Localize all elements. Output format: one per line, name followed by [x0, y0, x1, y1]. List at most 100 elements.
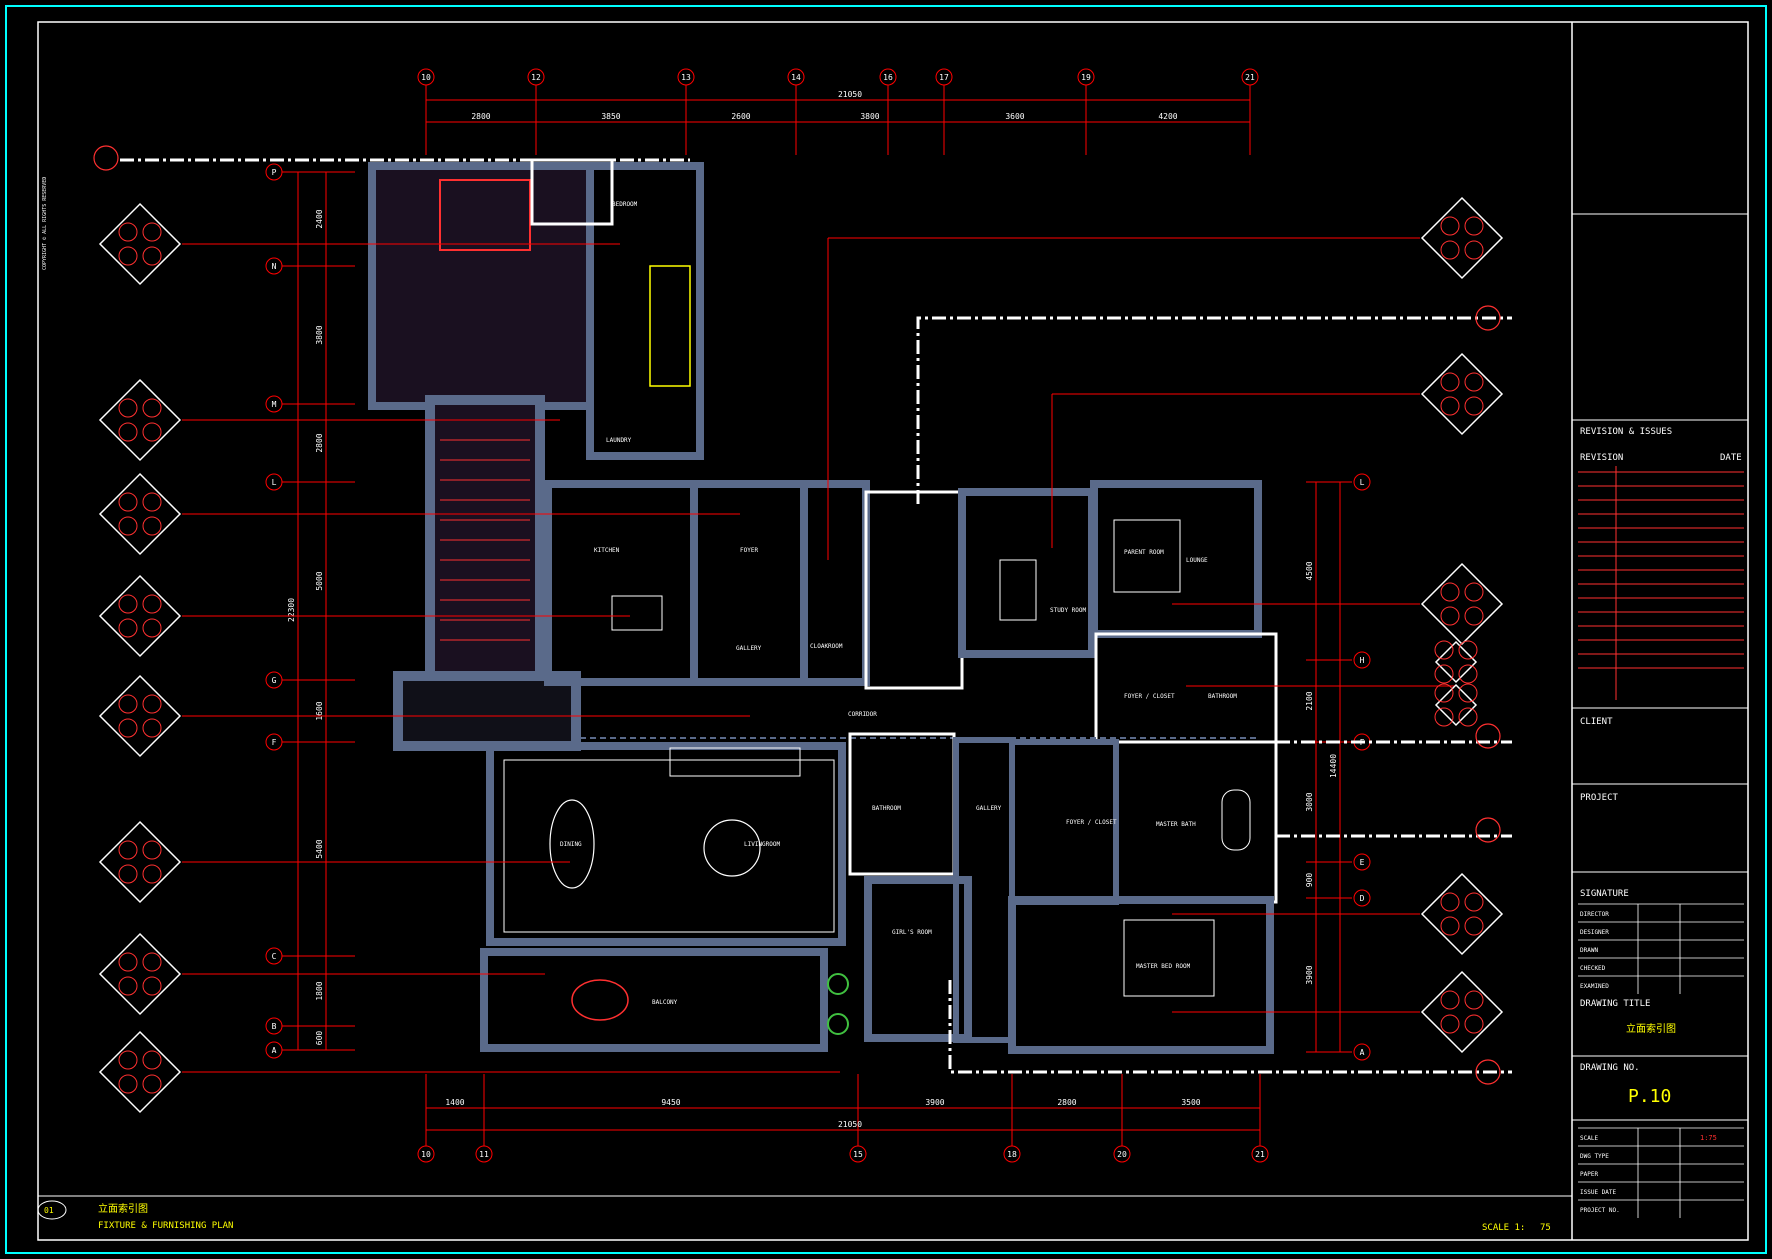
- living-rug: [503, 759, 835, 933]
- grid-bubble-bottom: [475, 1145, 493, 1163]
- grid-label-top: 14: [791, 73, 801, 82]
- room-laundry: LAUNDRY: [606, 437, 632, 444]
- grid-bubble-left: [265, 257, 283, 275]
- grid-bubble-top: [677, 68, 695, 86]
- footer-title-en: FIXTURE & FURNISHING PLAN: [98, 1221, 233, 1231]
- grid-bubble-top: [1077, 68, 1095, 86]
- grid-label-left: B: [272, 1022, 277, 1031]
- room-master-bed: MASTER BED ROOM: [1136, 963, 1191, 970]
- grid-label-left: P: [272, 168, 277, 177]
- elevation-index-marker: [98, 932, 182, 1016]
- plant-1: [827, 973, 849, 995]
- room-living: LIVINGROOM: [744, 841, 781, 848]
- grid-label-left: A: [272, 1046, 277, 1055]
- room-corridor: CORRIDOR: [848, 711, 877, 718]
- cloak-area: [800, 480, 870, 686]
- room-foyer-closet1: FOYER / CLOSET: [1124, 693, 1175, 700]
- revision-label: REVISION & ISSUES: [1580, 427, 1672, 437]
- dim-right: 4500: [1305, 561, 1314, 580]
- meta-scale-value: 1:75: [1700, 1134, 1717, 1142]
- revision-col: REVISION: [1580, 453, 1623, 463]
- elevation-index-marker: [1420, 352, 1504, 436]
- plan-body: [120, 158, 1512, 1074]
- grid-bubble-left: [265, 395, 283, 413]
- grid-label-bottom: 15: [853, 1150, 863, 1159]
- grid-bubble-left: [265, 163, 283, 181]
- grid-label-bottom: 20: [1117, 1150, 1127, 1159]
- sheet-number: 01: [44, 1206, 54, 1215]
- drawing-title-value: 立面索引图: [1626, 1022, 1676, 1035]
- footer: 01 立面索引图 FIXTURE & FURNISHING PLAN SCALE…: [37, 1200, 1551, 1233]
- grid-bubble-left: [265, 473, 283, 491]
- client-label: CLIENT: [1580, 717, 1613, 727]
- master-bedroom: [1008, 896, 1274, 1054]
- elevation-index-marker: [98, 472, 182, 556]
- grid-label-bottom: 21: [1255, 1150, 1265, 1159]
- dim-left: 600: [315, 1031, 324, 1046]
- index-leaders: [182, 237, 1456, 1073]
- kitchen-island: [611, 595, 663, 631]
- grid-bubble-left: [265, 1041, 283, 1059]
- project-label: PROJECT: [1580, 793, 1619, 803]
- master-bath-highlight: [1114, 740, 1278, 904]
- dim-right: 3900: [1305, 965, 1314, 984]
- dim-left: 5000: [315, 571, 324, 590]
- grid-label-top: 16: [883, 73, 893, 82]
- room-bathroom: BATHROOM: [1208, 693, 1237, 700]
- dim-right: 2100: [1305, 691, 1314, 710]
- plant-2: [827, 1013, 849, 1035]
- meta-row-label: DWG TYPE: [1580, 1153, 1609, 1160]
- elevation-index-marker: [1434, 683, 1478, 727]
- grid-label-top: 19: [1081, 73, 1091, 82]
- living-dining: [486, 742, 846, 946]
- grid-label-right: H: [1360, 656, 1365, 665]
- elevation-index-marker: [1420, 970, 1504, 1054]
- dim-top: 4200: [1158, 112, 1177, 121]
- dim-bottom: 3900: [925, 1098, 944, 1107]
- grid-label-right: A: [1360, 1048, 1365, 1057]
- grid-label-bottom: 10: [421, 1150, 431, 1159]
- dim-top: 3600: [1005, 112, 1024, 121]
- meta-row-label: PAPER: [1580, 1171, 1598, 1178]
- dining-table: [549, 799, 595, 889]
- dim-bottom: 1400: [445, 1098, 464, 1107]
- revision-table: [1578, 466, 1744, 700]
- room-gallery2: GALLERY: [976, 805, 1002, 812]
- hatched-stair-block: [368, 162, 594, 410]
- room-girls: GIRL'S ROOM: [892, 929, 932, 936]
- grid-label-left: C: [272, 952, 277, 961]
- parent-suite: [1090, 480, 1262, 638]
- room-dining: DINING: [560, 841, 582, 848]
- dim-top: 3850: [601, 112, 620, 121]
- dim-left: 1600: [315, 701, 324, 720]
- room-lounge: LOUNGE: [1186, 557, 1208, 564]
- room-cloakroom: CLOAKROOM: [810, 643, 843, 650]
- room-study: STUDY ROOM: [1050, 607, 1087, 614]
- dim-right: 3000: [1305, 792, 1314, 811]
- grid-bubble-right: [1353, 889, 1371, 907]
- dim-top: 3800: [860, 112, 879, 121]
- elevation-index-marker: [98, 820, 182, 904]
- grid-bubble-left: [265, 947, 283, 965]
- room-foyer: FOYER: [740, 547, 758, 554]
- dim-bottom-total: 21050: [838, 1120, 862, 1129]
- outer-frame: [5, 5, 1767, 1254]
- grid-bubble-bottom: [1251, 1145, 1269, 1163]
- signature-row-label: DESIGNER: [1580, 929, 1609, 936]
- grid-label-left: N: [272, 262, 277, 271]
- room-parent: PARENT ROOM: [1124, 549, 1164, 556]
- grid-label-left: F: [272, 738, 277, 747]
- grid-label-top: 13: [681, 73, 691, 82]
- dim-right-total: 14400: [1329, 754, 1338, 778]
- grid-bubble-bottom: [417, 1145, 435, 1163]
- dim-left: 5400: [315, 839, 324, 858]
- signature-label: SIGNATURE: [1580, 889, 1629, 899]
- elevation-index-marker: [1420, 562, 1504, 646]
- meta-row-label: SCALE: [1580, 1135, 1598, 1142]
- footer-scale-label: SCALE 1:: [1482, 1223, 1525, 1233]
- parent-bed: [1113, 519, 1181, 593]
- room-balcony: BALCONY: [652, 999, 678, 1006]
- dim-bottom: 2800: [1057, 1098, 1076, 1107]
- bathtub: [1221, 789, 1251, 851]
